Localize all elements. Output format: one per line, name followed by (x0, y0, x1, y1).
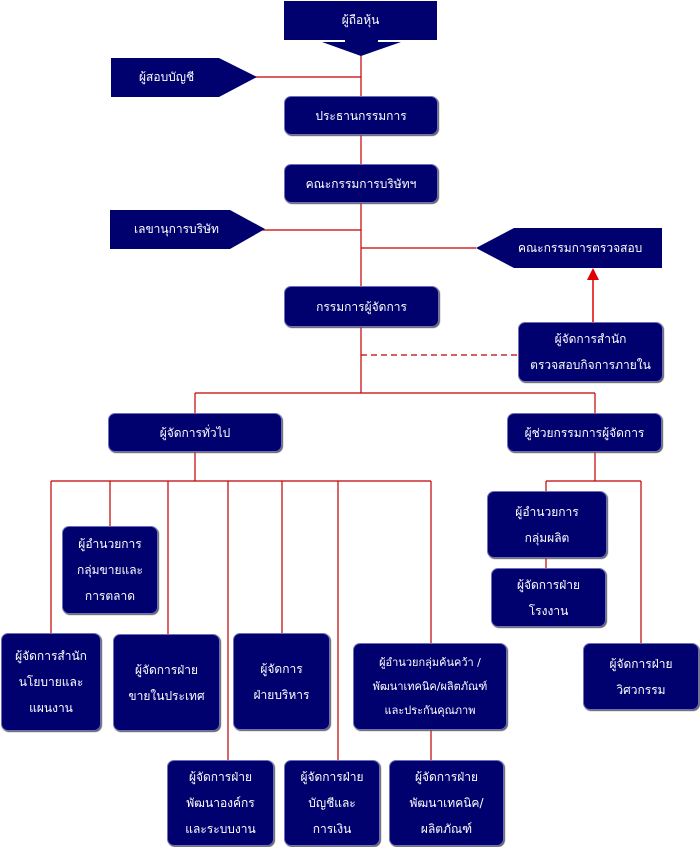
administration-line-1: ผู้จัดการ (260, 661, 303, 676)
shareholders-box: ผู้ถือหุ้น (284, 1, 437, 40)
auditor-box: ผู้สอบบัญชี (111, 58, 257, 97)
policy-planning-line-1: ผู้จัดการสำนัก (15, 649, 87, 663)
policy-planning-line-3: แผนงาน (29, 701, 73, 715)
rnd-director-line-3: และประกันคุณภาพ (384, 703, 476, 717)
engineering-box: ผู้จัดการฝ่าย วิศวกรรม (583, 643, 699, 710)
internal-audit-box: ผู้จัดการสำนัก ตรวจสอบกิจการภายใน (518, 322, 663, 382)
shareholders-label: ผู้ถือหุ้น (341, 13, 380, 27)
audit-committee-label: คณะกรรมการตรวจสอบ (518, 240, 643, 255)
policy-planning-box: ผู้จัดการสำนัก นโยบายและ แผนงาน (1, 633, 101, 731)
board-label: คณะกรรมการบริษัทฯ (305, 176, 417, 191)
sales-marketing-line-2: กลุ่มขายและ (76, 563, 144, 577)
engineering-line-2: วิศวกรรม (616, 682, 666, 697)
chairman-box: ประธานกรรมการ (284, 96, 438, 135)
managing-director-box: กรรมการผู้จัดการ (284, 286, 439, 327)
administration-box: ผู้จัดการ ฝ่ายบริหาร (233, 633, 330, 730)
accounting-finance-line-1: ผู้จัดการฝ่าย (300, 770, 364, 784)
audit-committee-box: คณะกรรมการตรวจสอบ (476, 228, 662, 268)
accounting-finance-line-3: การเงิน (312, 822, 352, 836)
production-director-line-1: ผู้อำนวยการ (515, 504, 579, 519)
domestic-sales-line-1: ผู้จัดการฝ่าย (134, 662, 199, 677)
secretary-box: เลขานุการบริษัท (110, 210, 265, 249)
secretary-label: เลขานุการบริษัท (134, 222, 219, 236)
auditor-label: ผู้สอบบัญชี (139, 70, 195, 84)
rnd-director-box: ผู้อำนวยกลุ่มค้นคว้า / พัฒนาเทคนิค/ผลิตภ… (353, 643, 507, 730)
general-manager-box: ผู้จัดการทั่วไป (108, 413, 282, 452)
policy-planning-line-2: นโยบายและ (18, 675, 84, 689)
tech-product-dev-line-1: ผู้จัดการฝ่าย (414, 770, 479, 784)
chairman-label: ประธานกรรมการ (315, 108, 407, 123)
production-director-line-2: กลุ่มผลิต (524, 530, 570, 545)
sales-marketing-box: ผู้อำนวยการ กลุ่มขายและ การตลาด (62, 526, 158, 614)
org-dev-line-1: ผู้จัดการฝ่าย (188, 770, 253, 784)
org-dev-box: ผู้จัดการฝ่าย พัฒนาองค์กร และระบบงาน (167, 760, 274, 846)
accounting-finance-box: ผู้จัดการฝ่าย บัญชีและ การเงิน (284, 760, 380, 846)
engineering-line-1: ผู้จัดการฝ่าย (609, 656, 673, 671)
internal-audit-line-2: ตรวจสอบกิจการภายใน (530, 358, 651, 372)
factory-line-2: โรงงาน (528, 603, 569, 618)
factory-line-1: ผู้จัดการฝ่าย (516, 577, 581, 592)
assistant-md-label: ผู้ช่วยกรรมการผู้จัดการ (524, 425, 645, 440)
administration-line-2: ฝ่ายบริหาร (253, 687, 310, 702)
org-dev-line-2: พัฒนาองค์กร (186, 796, 255, 810)
domestic-sales-line-2: ขายในประเทศ (128, 688, 205, 703)
assistant-md-box: ผู้ช่วยกรรมการผู้จัดการ (507, 413, 662, 452)
managing-director-label: กรรมการผู้จัดการ (316, 299, 407, 314)
sales-marketing-line-1: ผู้อำนวยการ (78, 537, 142, 551)
tech-product-dev-line-3: ผลิตภัณฑ์ (420, 822, 473, 836)
org-dev-line-3: และระบบงาน (185, 822, 256, 836)
internal-audit-line-1: ผู้จัดการสำนัก (554, 332, 627, 346)
tech-product-dev-box: ผู้จัดการฝ่าย พัฒนาเทคนิค/ ผลิตภัณฑ์ (389, 760, 504, 846)
rnd-director-line-2: พัฒนาเทคนิค/ผลิตภัณฑ์ (372, 679, 488, 693)
production-director-box: ผู้อำนวยการ กลุ่มผลิต (487, 491, 607, 558)
tech-product-dev-line-2: พัฒนาเทคนิค/ (409, 796, 484, 810)
board-box: คณะกรรมการบริษัทฯ (284, 164, 438, 203)
general-manager-label: ผู้จัดการทั่วไป (159, 425, 231, 440)
domestic-sales-box: ผู้จัดการฝ่าย ขายในประเทศ (113, 634, 220, 731)
rnd-director-line-1: ผู้อำนวยกลุ่มค้นคว้า / (379, 655, 481, 669)
sales-marketing-line-3: การตลาด (84, 589, 136, 603)
shareholders-arrow-shape (284, 1, 437, 56)
factory-box: ผู้จัดการฝ่าย โรงงาน (491, 568, 606, 627)
accounting-finance-line-2: บัญชีและ (308, 796, 356, 810)
